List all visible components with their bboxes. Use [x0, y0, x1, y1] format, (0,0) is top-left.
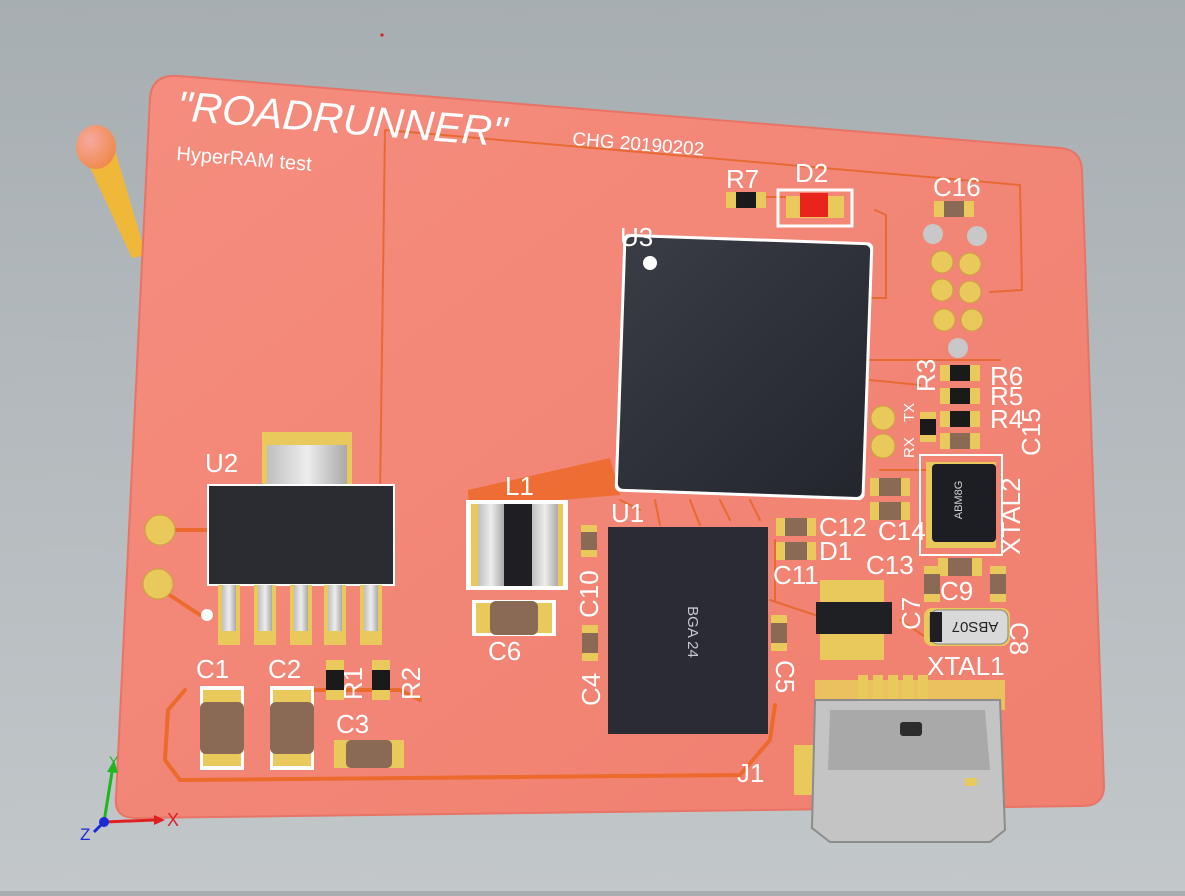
label-u2: U2	[205, 448, 238, 478]
label-c2: C2	[268, 654, 301, 684]
inductor-l1[interactable]	[466, 500, 568, 590]
axis-triad: X Y Z	[80, 753, 179, 844]
label-r3: R3	[911, 359, 941, 392]
view-cone-icon	[76, 125, 146, 258]
label-c16: C16	[933, 172, 981, 202]
origin-marker	[380, 33, 384, 37]
label-u1: U1	[611, 498, 644, 528]
resistor-r1[interactable]	[326, 660, 344, 700]
usb-connector-j1[interactable]	[794, 675, 1007, 843]
u1-package-label: BGA 24	[684, 606, 701, 658]
capacitor-c5[interactable]	[771, 615, 787, 651]
tx-pad[interactable]	[870, 405, 896, 431]
capacitor-c6[interactable]	[472, 600, 556, 636]
label-c6: C6	[488, 636, 521, 666]
chip-u3[interactable]	[614, 233, 874, 501]
label-r4: R4	[990, 404, 1023, 434]
label-c4: C4	[576, 673, 606, 706]
label-j1: J1	[737, 758, 764, 788]
label-r5: R5	[990, 381, 1023, 411]
capacitor-c12[interactable]	[776, 518, 816, 536]
diode-d1[interactable]	[776, 542, 816, 560]
label-c11: C11	[773, 560, 819, 590]
capacitor-c15[interactable]	[940, 433, 980, 449]
label-c3: C3	[336, 709, 369, 739]
label-d2: D2	[795, 158, 828, 188]
label-r1: R1	[338, 667, 368, 700]
capacitor-c9[interactable]	[938, 558, 982, 576]
xtal2-marking: ABM8G	[953, 481, 965, 520]
label-rx: RX	[901, 437, 918, 458]
capacitor-c13[interactable]	[870, 478, 910, 496]
label-c1: C1	[196, 654, 229, 684]
xtal1-marking: ABS07	[952, 618, 999, 635]
ic-small[interactable]	[816, 580, 892, 660]
label-c13: C13	[866, 550, 914, 580]
capacitor-c8[interactable]	[990, 566, 1006, 602]
resistor-r2[interactable]	[372, 660, 390, 700]
crystal-xtal1[interactable]: ABS07	[924, 608, 1010, 646]
label-r7: R7	[726, 164, 759, 194]
label-c7: C7	[896, 597, 926, 630]
resistor-r6[interactable]	[940, 365, 980, 381]
axis-x-label: X	[167, 810, 179, 830]
label-xtal2: XTAL2	[996, 477, 1026, 555]
regulator-u2[interactable]	[201, 432, 395, 645]
label-c15: C15	[1016, 408, 1046, 456]
rx-pad[interactable]	[870, 433, 896, 459]
label-xtal1: XTAL1	[927, 651, 1005, 681]
capacitor-c1[interactable]	[200, 686, 244, 770]
label-c10: C10	[574, 570, 604, 618]
label-l1: L1	[505, 471, 534, 501]
resistor-r3[interactable]	[920, 412, 936, 442]
power-pad-1[interactable]	[144, 514, 176, 546]
label-tx: TX	[901, 403, 918, 422]
power-pad-2[interactable]	[142, 568, 174, 600]
axis-z-label: Z	[80, 825, 90, 844]
label-d1: D1	[819, 536, 852, 566]
label-r2: R2	[396, 667, 426, 700]
crystal-xtal2[interactable]: ABM8G	[919, 454, 1003, 556]
label-r6: R6	[990, 361, 1023, 391]
axis-y-label: Y	[109, 753, 119, 769]
pin1-dot	[643, 256, 657, 270]
programming-header[interactable]	[923, 224, 987, 358]
resistor-r4[interactable]	[940, 411, 980, 427]
label-c9: C9	[940, 576, 973, 606]
capacitor-c3[interactable]	[334, 740, 404, 768]
capacitor-c4[interactable]	[582, 625, 598, 661]
label-u3: U3	[620, 222, 653, 252]
capacitor-c10[interactable]	[581, 525, 597, 557]
label-c12: C12	[819, 512, 867, 542]
led-d2[interactable]	[776, 188, 854, 228]
capacitor-c2[interactable]	[270, 686, 314, 770]
label-c5: C5	[770, 660, 800, 693]
capacitor-c16[interactable]	[934, 201, 974, 217]
capacitor-c14[interactable]	[870, 502, 910, 520]
resistor-r7[interactable]	[726, 192, 766, 208]
chip-u1[interactable]: BGA 24	[608, 527, 768, 734]
label-c14: C14	[878, 516, 926, 546]
resistor-r5[interactable]	[940, 388, 980, 404]
capacitor-c7[interactable]	[924, 566, 940, 602]
